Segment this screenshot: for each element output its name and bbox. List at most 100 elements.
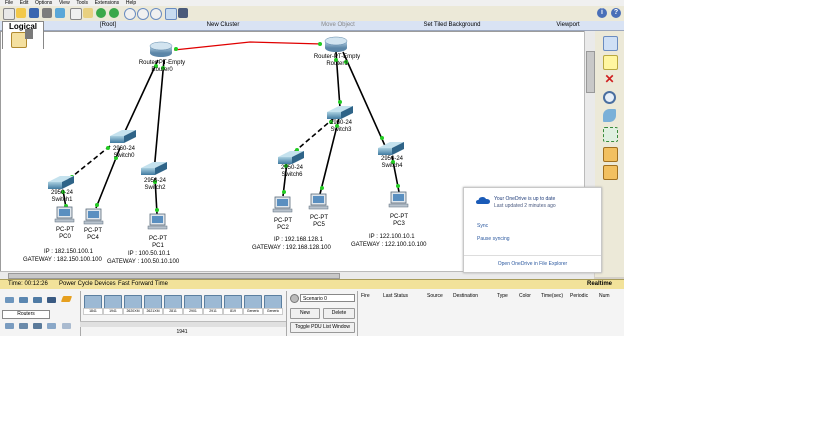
link-router0-switch2[interactable] <box>153 59 165 173</box>
model-2901[interactable]: 2901 <box>183 295 203 315</box>
pc0[interactable]: PC-PT PC0 <box>54 206 74 240</box>
model-2621xm[interactable]: 2621XM <box>143 295 163 315</box>
end-devices-category-icon[interactable] <box>5 323 14 329</box>
onedrive-open-explorer-link[interactable]: Open OneDrive in File Explorer <box>464 255 601 273</box>
pc2[interactable]: PC-PT PC2 <box>272 196 292 231</box>
paste-icon[interactable] <box>83 8 93 18</box>
info-icon[interactable]: i <box>597 8 607 18</box>
onedrive-pause-link[interactable]: Pause syncing <box>477 236 510 242</box>
model-scrollbar[interactable] <box>80 321 286 327</box>
pc1[interactable]: PC-PT PC1 <box>147 213 167 249</box>
menu-edit[interactable]: Edit <box>19 0 29 6</box>
zoom-reset-icon[interactable] <box>137 8 149 20</box>
delete-icon[interactable]: ✕ <box>604 72 615 86</box>
link-switch3-pc5[interactable] <box>319 117 340 195</box>
hubs-category-icon[interactable] <box>33 297 42 303</box>
serial-link-router0-router1[interactable] <box>173 41 323 51</box>
move-object-button[interactable]: Move Object <box>321 22 355 28</box>
scenario-select[interactable]: Scenario 0 <box>300 294 355 302</box>
model-generic-2[interactable]: Generic <box>263 295 283 315</box>
new-cluster-button[interactable]: New Cluster <box>206 22 240 28</box>
draw-shape-icon[interactable] <box>603 109 616 122</box>
switch3[interactable]: 2960-24 Switch3 <box>327 106 353 133</box>
toggle-pdu-list-button[interactable]: Toggle PDU List Window <box>290 322 355 333</box>
menu-view[interactable]: View <box>58 0 70 6</box>
zoom-in-icon[interactable] <box>124 8 136 20</box>
net1-gateway-note[interactable]: GATEWAY : 182.150.100.100 <box>23 257 102 263</box>
routers-category-icon[interactable] <box>5 297 14 303</box>
link-switch2-pc1[interactable] <box>154 177 158 215</box>
menu-file[interactable]: File <box>5 0 14 6</box>
new-icon[interactable] <box>3 8 15 20</box>
pc4[interactable]: PC-PT PC4 <box>83 208 104 241</box>
onedrive-sync-link[interactable]: Sync <box>477 223 489 229</box>
menu-options[interactable]: Options <box>35 0 53 6</box>
copy-icon[interactable] <box>70 8 82 20</box>
net4-ip-note[interactable]: IP : 122.100.10.1 <box>369 234 415 240</box>
model-819[interactable]: 819 <box>223 295 243 315</box>
workspace-vertical-scrollbar[interactable] <box>584 31 595 271</box>
link-router1-switch4[interactable] <box>342 51 387 149</box>
switch6[interactable]: 2950-24 Switch6 <box>278 151 304 178</box>
simple-pdu-icon[interactable] <box>603 147 618 162</box>
inspect-icon[interactable] <box>603 91 616 104</box>
switch2[interactable]: 2950-24 Switch2 <box>141 162 167 191</box>
open-icon[interactable] <box>16 8 26 18</box>
model-generic-1[interactable]: Generic <box>243 295 263 315</box>
net2-ip-note[interactable]: IP : 100.50.10.1 <box>128 251 171 257</box>
custom-devices-category-icon[interactable] <box>33 323 42 329</box>
save-icon[interactable] <box>29 8 39 18</box>
power-cycle-devices-button[interactable]: Power Cycle Devices <box>59 281 116 287</box>
menu-extensions[interactable]: Extensions <box>94 0 120 6</box>
model-2620xm[interactable]: 2620XM <box>123 295 143 315</box>
complex-pdu-icon[interactable] <box>603 165 618 180</box>
root-button[interactable]: [Root] <box>99 22 116 28</box>
multiuser-category-icon[interactable] <box>47 323 56 329</box>
workspace-horizontal-scrollbar[interactable] <box>0 271 594 279</box>
delete-scenario-button[interactable]: Delete <box>323 308 355 319</box>
model-2811[interactable]: 2811 <box>163 295 183 315</box>
model-2911[interactable]: 2911 <box>203 295 223 315</box>
vertical-scroll-thumb[interactable] <box>586 51 595 93</box>
undo-icon[interactable] <box>96 8 106 18</box>
set-tiled-background-button[interactable]: Set Tiled Background <box>423 22 481 28</box>
pc3[interactable]: PC-PT PC3 <box>388 191 408 227</box>
model-1941[interactable]: 1941 <box>103 295 123 315</box>
switch1[interactable]: 2950-24 Switch1 <box>48 176 74 203</box>
link-router0-switch0[interactable] <box>120 59 159 141</box>
net1-ip-note[interactable]: IP : 182.150.100.1 <box>44 249 94 255</box>
custom-device-icon[interactable] <box>178 8 188 18</box>
net3-ip-note[interactable]: IP : 192.168.128.1 <box>274 237 324 243</box>
switch0[interactable]: 2960-24 Switch0 <box>110 130 136 159</box>
wireless-category-icon[interactable] <box>47 297 56 303</box>
misc-category-icon[interactable] <box>62 323 71 329</box>
net2-gateway-note[interactable]: GATEWAY : 100.50.10.100 <box>107 259 180 265</box>
logical-tab[interactable]: Logical <box>2 21 44 49</box>
fast-forward-time-button[interactable]: Fast Forward Time <box>118 281 169 287</box>
zoom-out-icon[interactable] <box>150 8 162 20</box>
wan-emulation-category-icon[interactable] <box>19 323 28 329</box>
pc5[interactable]: PC-PT PC5 <box>308 193 328 228</box>
viewport-button[interactable]: Viewport <box>556 22 580 28</box>
switches-category-icon[interactable] <box>19 297 28 303</box>
connections-category-icon[interactable] <box>60 296 73 302</box>
new-scenario-button[interactable]: New <box>290 308 320 319</box>
palette-icon[interactable] <box>165 8 177 20</box>
switch4[interactable]: 2950-24 Switch4 <box>378 142 404 169</box>
router0[interactable]: Router-PT-Empty Router0 <box>139 41 185 73</box>
help-icon[interactable]: ? <box>611 8 621 18</box>
menu-help[interactable]: Help <box>125 0 137 6</box>
redo-icon[interactable] <box>109 8 119 18</box>
net3-gateway-note[interactable]: GATEWAY : 192.168.128.100 <box>252 245 331 251</box>
horizontal-scroll-thumb[interactable] <box>8 273 340 279</box>
select-icon[interactable] <box>603 36 618 51</box>
realtime-mode-label[interactable]: Realtime <box>586 281 612 287</box>
link-switch0-switch1[interactable] <box>67 145 111 181</box>
print-icon[interactable] <box>42 8 52 18</box>
note-icon[interactable] <box>603 55 618 70</box>
link-switch3-switch6[interactable] <box>292 117 335 154</box>
menu-tools[interactable]: Tools <box>76 0 89 6</box>
net4-gateway-note[interactable]: GATEWAY : 122.100.10.100 <box>351 242 427 248</box>
router1[interactable]: Router-PT-Empty Router1 <box>314 36 360 67</box>
activity-wizard-icon[interactable] <box>55 8 65 18</box>
